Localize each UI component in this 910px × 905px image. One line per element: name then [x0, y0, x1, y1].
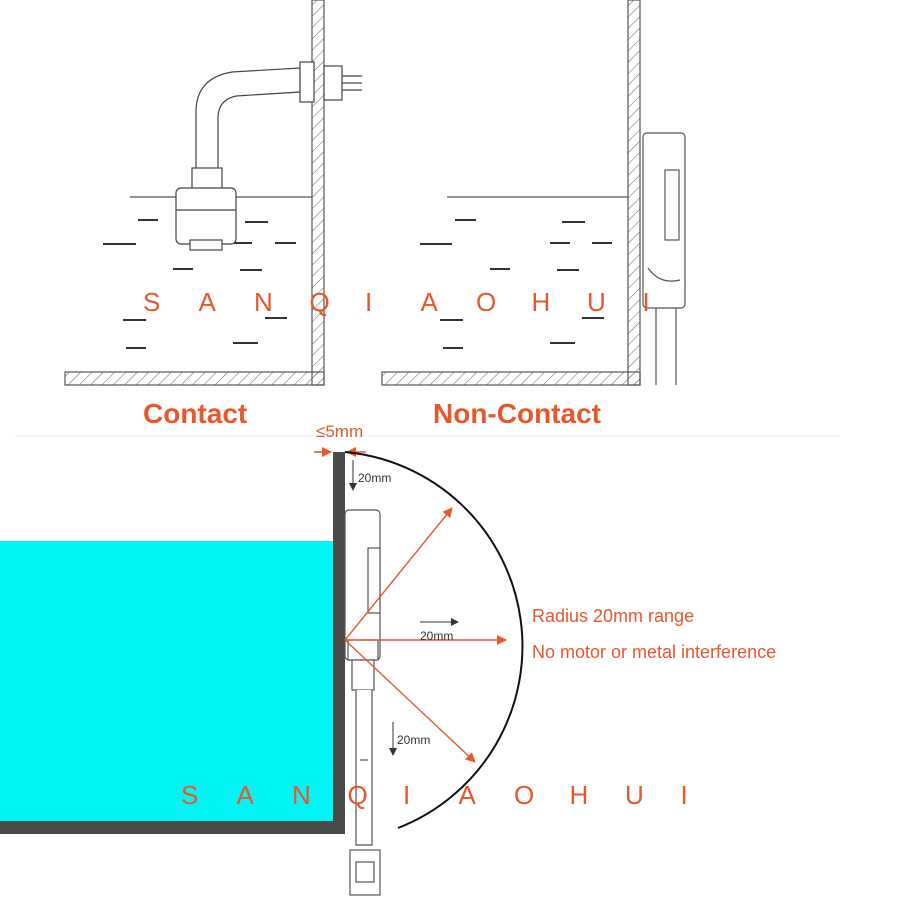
watermark-letter: N [254, 287, 273, 317]
watermark-letter: I [642, 287, 650, 317]
dimension-markers [349, 460, 459, 756]
contact-label: Contact [143, 398, 248, 429]
tank-wall [333, 452, 345, 834]
contact-tank-wall [311, 0, 325, 386]
watermark-letter: A [420, 287, 438, 317]
watermark-letter: A [458, 780, 476, 810]
watermark-letter: O [514, 780, 535, 810]
watermark-letter: A [198, 287, 216, 317]
watermark-letter: I [365, 287, 373, 317]
watermark-letter: S [143, 287, 161, 317]
contact-water-marks [103, 219, 296, 349]
detection-arrows [344, 507, 507, 763]
detail-view: 20mm 20mm 20mm [0, 447, 524, 896]
radius-note: Radius 20mm range [532, 606, 695, 626]
watermark-letter: N [292, 780, 311, 810]
non-contact-water-marks [420, 219, 612, 349]
watermark-letter: Q [347, 780, 368, 810]
sensor-body [344, 509, 381, 896]
float-switch [175, 61, 362, 251]
watermark-letter: I [680, 780, 688, 810]
contact-tank-floor [64, 371, 325, 386]
watermark-letter: Q [309, 287, 330, 317]
detection-range-arc [344, 451, 524, 829]
non-contact-tank-floor [381, 371, 641, 386]
watermark-letter: I [403, 780, 411, 810]
watermark-letter: O [476, 287, 497, 317]
dim-label-middle: 20mm [420, 629, 453, 643]
watermark-letter: A [236, 780, 254, 810]
dim-label-top: 20mm [358, 471, 391, 485]
non-contact-tank [381, 0, 686, 386]
watermark-letter: U [625, 780, 644, 810]
wall-gap-label: ≤5mm [316, 422, 364, 441]
interference-note: No motor or metal interference [532, 642, 777, 662]
non-contact-tank-wall [627, 0, 641, 386]
tank-floor [0, 821, 345, 834]
non-contact-sensor [642, 132, 686, 385]
watermark-letter: H [531, 287, 551, 317]
water-fill [0, 541, 333, 821]
non-contact-label: Non-Contact [433, 398, 601, 429]
watermark-letter: S [181, 780, 199, 810]
contact-tank [64, 0, 362, 386]
watermark-letter: U [587, 287, 606, 317]
dim-label-bottom: 20mm [397, 733, 430, 747]
watermark-letter: H [569, 780, 589, 810]
